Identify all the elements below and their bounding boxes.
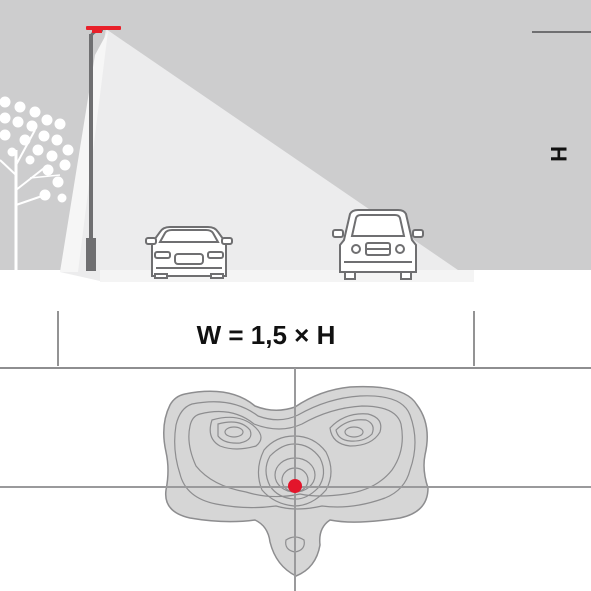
tree-icon [0,96,74,272]
light-cone-highlight [60,31,108,272]
lamp-position-point [288,479,302,493]
width-formula: W = 1,5 × H [196,320,336,350]
street-lamp-icon [86,26,121,271]
car-front-icon [145,226,233,279]
road-surface [0,270,591,368]
height-label: H [546,146,571,162]
suv-front-icon [332,209,424,280]
